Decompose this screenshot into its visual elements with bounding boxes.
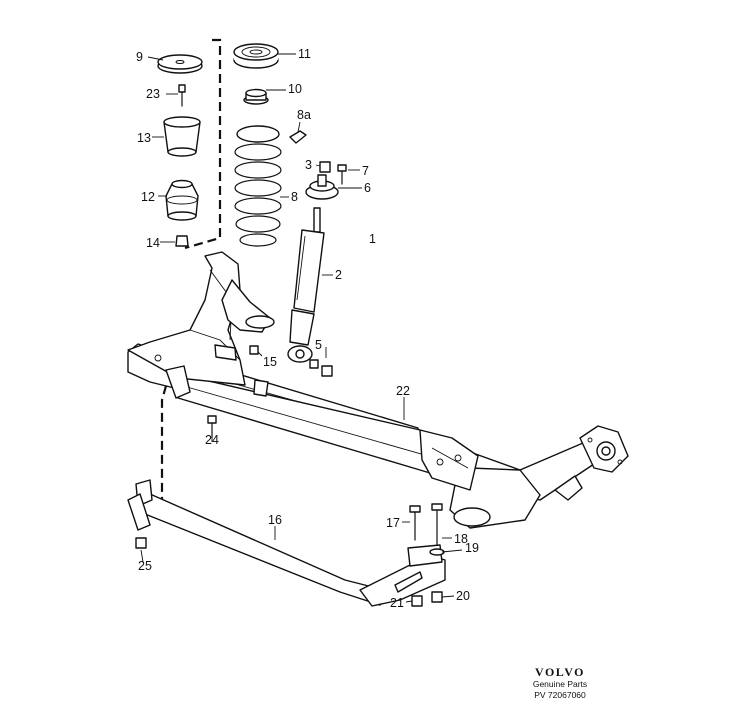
callout-20: 20: [456, 589, 470, 603]
bolt-17: [409, 505, 421, 541]
volvo-brand-block: VOLVO Genuine Parts PV 72067060: [530, 666, 590, 701]
top-mount-bolt: [337, 164, 347, 185]
callout-12: 12: [141, 190, 155, 204]
bump-stop-upper: [163, 116, 201, 157]
rear-subframe: [127, 251, 629, 529]
callout-5: 5: [315, 338, 322, 352]
callout-3: 3: [305, 158, 312, 172]
callout-6: 6: [364, 181, 371, 195]
anti-roll-bar: [127, 479, 446, 607]
callout-2: 2: [335, 268, 342, 282]
bump-stop-nut: [175, 235, 189, 247]
bolt-24: [207, 415, 217, 439]
callout-17: 17: [386, 516, 400, 530]
spring-sleeve: [289, 130, 307, 144]
part-code: PV 72067060: [534, 690, 586, 700]
callout-11: 11: [298, 47, 311, 61]
spring-seat-pad: [233, 43, 279, 69]
washer-plate: [157, 54, 203, 74]
callout-25: 25: [138, 559, 152, 573]
callout-7: 7: [362, 164, 369, 178]
callout-16: 16: [268, 513, 282, 527]
bolt-18: [431, 503, 443, 546]
mounting-reference-line: [160, 38, 222, 500]
callout-9: 9: [136, 50, 143, 64]
coil-spring: [234, 125, 282, 247]
nut-5a: [309, 359, 319, 369]
nut-20: [431, 591, 443, 603]
callout-14: 14: [146, 236, 160, 250]
callout-10: 10: [288, 82, 302, 96]
nut-5b: [321, 365, 333, 377]
callout-13: 13: [137, 131, 151, 145]
upper-insulator: [243, 88, 269, 105]
nut-15: [249, 345, 259, 355]
leader-lines: [140, 53, 463, 603]
callout-22: 22: [396, 384, 410, 398]
callout-8: 8: [291, 190, 298, 204]
washer-19: [429, 548, 445, 556]
bump-stop-lower: [165, 179, 199, 221]
callout-21: 21: [390, 596, 404, 610]
callout-8a: 8a: [297, 108, 311, 122]
callout-24: 24: [205, 433, 219, 447]
shock-absorber: [287, 207, 325, 363]
nut-21: [411, 595, 423, 607]
volvo-logo: VOLVO: [535, 665, 585, 679]
nut-25: [135, 537, 147, 549]
callout-19: 19: [465, 541, 479, 555]
top-nut: [319, 161, 331, 173]
genuine-parts-label: Genuine Parts: [532, 679, 588, 689]
callout-1: 1: [369, 232, 376, 246]
callout-labels: 9 11 23 10 8a 13 3 7 6 12 8 1 14 2 5 15 …: [136, 47, 479, 610]
callout-23: 23: [146, 87, 160, 101]
shock-top-mount: [305, 174, 339, 200]
callout-15: 15: [263, 355, 277, 369]
bump-stop-bolt: [178, 84, 186, 107]
callout-18: 18: [454, 532, 468, 546]
